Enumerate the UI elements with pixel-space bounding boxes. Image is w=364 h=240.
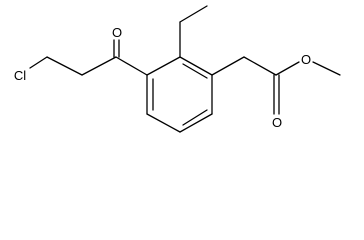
ring-bond-4	[146, 113, 181, 133]
ring-bond-3	[179, 113, 213, 133]
chain-bond-3	[29, 56, 48, 69]
benzene-ring	[146, 56, 213, 133]
ring-double-bond-inner-2	[182, 109, 208, 126]
ketone-oxygen-label: O	[112, 25, 122, 40]
ch2-ring-bond	[211, 56, 245, 76]
ring-double-bond-inner-1	[182, 63, 208, 79]
ring-bond-6	[146, 56, 181, 76]
ch2-carbonyl-bond	[243, 56, 277, 76]
ester-ether-oxygen-label: O	[301, 52, 311, 67]
chlorine-label: Cl	[14, 68, 26, 83]
molecule-diagram: Cl O O O	[0, 0, 364, 148]
acyl-ring-bond	[115, 56, 148, 76]
ring-bond-1	[179, 56, 213, 76]
ethyl-bond-2	[179, 5, 208, 23]
chloropropanoyl-chain	[29, 39, 148, 76]
chain-bond-2	[46, 56, 83, 76]
methoxy-bond	[312, 61, 341, 76]
ester-carbonyl-oxygen-label: O	[272, 115, 282, 130]
chain-bond-1	[81, 56, 117, 76]
structure-drawing: Cl O O O	[0, 0, 364, 148]
ethyl-group	[179, 5, 208, 58]
canvas-background	[0, 0, 364, 148]
methyl-acetate-group	[211, 56, 341, 115]
ester-single-bond	[275, 61, 300, 76]
